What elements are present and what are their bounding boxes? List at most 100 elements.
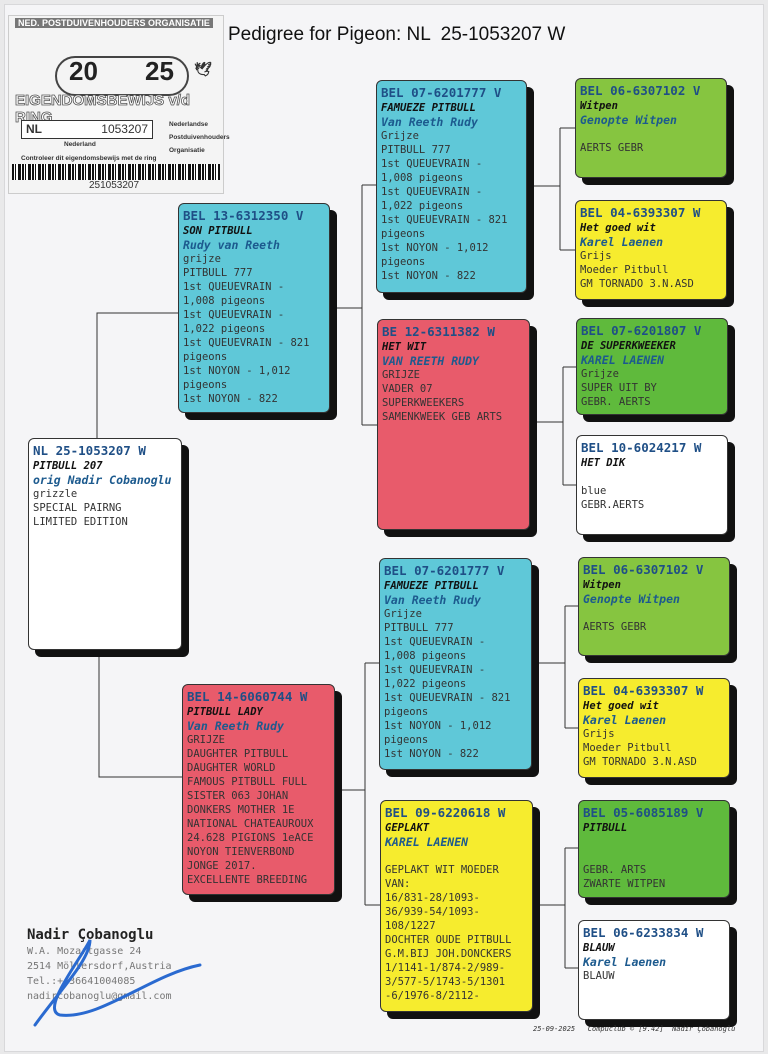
info-line: DAUGHTER PITBULL	[187, 748, 289, 760]
npo-line-3: Organisatie	[169, 147, 205, 154]
info-line: SPECIAL PAIRNG	[33, 502, 122, 514]
breeder-city: 2514 Möllersdorf,Austria	[27, 961, 172, 972]
owner-name: Karel Laenen	[583, 955, 667, 969]
info-line: 1st NOYON - 822	[384, 748, 479, 760]
info-line: FAMOUS PITBULL FULL	[187, 776, 308, 788]
barcode-number: 251053207	[89, 180, 140, 191]
info-line: 1st QUEUEVRAIN -	[183, 309, 285, 321]
info-line: pigeons	[183, 379, 228, 391]
connector-dam-parents	[335, 662, 380, 906]
info-line: DONKERS MOTHER 1E	[187, 804, 295, 816]
info-line: DOCHTER OUDE PITBULL	[385, 934, 512, 946]
info-line: Grijs	[583, 728, 615, 740]
info-line: 1st NOYON - 1,012	[384, 720, 492, 732]
owner-name: Van Reeth Rudy	[381, 115, 478, 129]
pigeon-name: FAMUEZE PITBULL	[381, 102, 476, 114]
ring-number: BEL 06-6307102 V	[583, 562, 704, 577]
owner-name: KAREL LAENEN	[581, 353, 665, 367]
pigeon-name: HET WIT	[382, 341, 427, 353]
owner-name: Karel Laenen	[580, 235, 664, 249]
info-line: blue	[581, 485, 607, 497]
info-line: SUPERKWEEKERS	[382, 397, 465, 409]
info-line: Moeder Pitbull	[580, 264, 669, 276]
info-line: 108/1227	[385, 920, 436, 932]
info-line: Grijze	[581, 368, 619, 380]
ring-year-right: 25	[145, 56, 174, 86]
spacer	[580, 127, 722, 141]
info-line: EXCELLENTE BREEDING	[187, 874, 308, 886]
info-line: 1st QUEUEVRAIN -	[384, 636, 486, 648]
pigeon-name: FAMUEZE PITBULL	[384, 580, 479, 592]
info-line: pigeons	[384, 706, 429, 718]
owner-name: Rudy van Reeth	[183, 238, 280, 252]
connector-sire-parents	[330, 184, 377, 426]
handwritten-signature	[33, 939, 202, 1027]
owner-name: KAREL LAENEN	[385, 835, 469, 849]
ring-number: BEL 04-6393307 W	[583, 683, 704, 698]
info-line: JONGE 2017.	[187, 860, 257, 872]
npo-line-1: Nederlandse	[169, 121, 209, 128]
ring-land: Nederland	[64, 141, 96, 148]
info-line: 1st NOYON - 822	[183, 393, 278, 405]
info-line: DAUGHTER WORLD	[187, 762, 276, 774]
info-line: NATIONAL CHATEAUROUX	[187, 818, 314, 830]
spacer	[583, 849, 725, 863]
page-title: Pedigree for Pigeon: NL 25-1053207 W	[228, 24, 566, 45]
pigeon-name: DE SUPERKWEEKER	[581, 340, 676, 352]
year-frame	[55, 56, 189, 96]
info-line: LIMITED EDITION	[33, 516, 128, 528]
ring-number: BEL 09-6220618 W	[385, 805, 506, 820]
info-line: pigeons	[384, 734, 429, 746]
ring-number-box: NL 1053207	[21, 120, 153, 139]
info-line: Grijze	[381, 130, 419, 142]
info-line: 1st NOYON - 822	[381, 270, 476, 282]
pigeon-name: HET DIK	[581, 457, 626, 469]
info-line: G.M.BIJ JOH.DONCKERS	[385, 948, 512, 960]
npo-line-2: Postduivenhouders	[169, 134, 230, 141]
ring-org-name: NED. POSTDUIVENHOUDERS ORGANISATIE	[15, 18, 213, 28]
pigeon-name: Het goed wit	[583, 700, 659, 712]
info-line: 1st QUEUEVRAIN - 821	[384, 692, 511, 704]
info-line: 1,022 pigeons	[381, 200, 464, 212]
info-line: 16/831-28/1093-	[385, 892, 480, 904]
info-line: GEBR.AERTS	[581, 499, 645, 511]
connector-ds-parents	[532, 605, 578, 729]
info-line: ZWARTE WITPEN	[583, 878, 666, 890]
info-line: GM TORNADO 3.N.ASD	[580, 278, 694, 290]
ring-number: BEL 07-6201777 V	[381, 85, 502, 100]
info-line: GEBR. AERTS	[581, 396, 651, 408]
ring-number: BEL 13-6312350 V	[183, 208, 304, 223]
info-line: PITBULL 777	[381, 144, 451, 156]
info-line: 36/939-54/1093-	[385, 906, 480, 918]
connector-dd-parents	[533, 847, 578, 969]
info-line: Moeder Pitbull	[583, 742, 672, 754]
ring-year-left: 20	[69, 56, 98, 86]
ring-number: BE 12-6311382 W	[382, 324, 495, 339]
ring-number: BEL 04-6393307 W	[580, 205, 701, 220]
info-line: GRIJZE	[187, 734, 225, 746]
ring-check-note: Controleer dit eigendomsbewijs met de ri…	[21, 155, 157, 162]
info-line: 1st QUEUEVRAIN -	[381, 186, 483, 198]
info-line: AERTS GEBR	[580, 142, 644, 154]
info-line: 1,008 pigeons	[384, 650, 467, 662]
pigeon-name: PITBULL	[583, 822, 628, 834]
info-line: 1,022 pigeons	[384, 678, 467, 690]
pigeon-name: SON PITBULL	[183, 225, 253, 237]
ring-number: NL 25-1053207 W	[33, 443, 146, 458]
info-line: PITBULL 777	[183, 267, 253, 279]
pigeon-name: Witpen	[580, 100, 618, 112]
ring-number: BEL 14-6060744 W	[187, 689, 308, 704]
info-line: grizzle	[33, 488, 78, 500]
